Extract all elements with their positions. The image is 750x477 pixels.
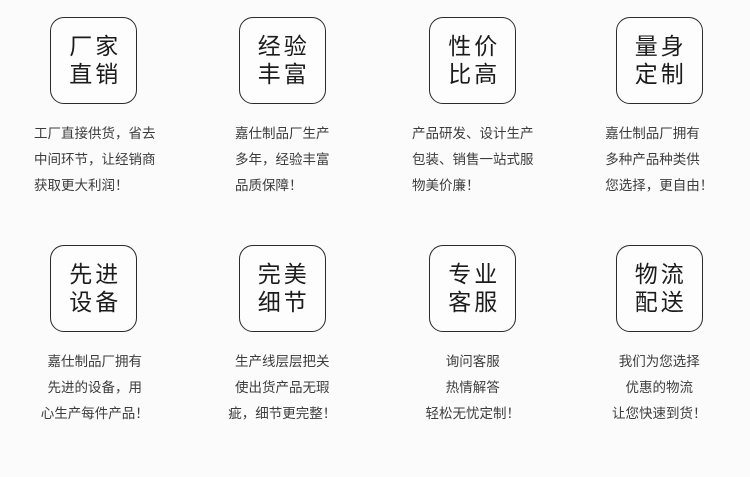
feature-description: 嘉仕制品厂生产 多年，经验丰富 品质保障！ (235, 121, 330, 199)
badge-title-line-2: 比高 (448, 61, 501, 88)
description-line: 物美价廉！ (412, 178, 480, 194)
badge-title-line-2: 丰富 (257, 61, 310, 88)
feature-description: 生产线层层把关 使出货产品无瑕 疵，细节更完整！ (228, 349, 336, 427)
badge-title-line-2: 细节 (257, 289, 310, 316)
feature-description: 询问客服 热情解答 轻松无忧定制！ (426, 349, 521, 427)
description-line: 生产线层层把关 (235, 354, 330, 370)
description-line: 包装、销售一站式服 (412, 152, 534, 168)
feature-description: 嘉仕制品厂拥有 先进的设备，用 心生产每件产品！ (41, 349, 149, 427)
description-line: 我们为您选择 (618, 354, 700, 370)
feature-card-advanced-equipment: 先进 设备 嘉仕制品厂拥有 先进的设备，用 心生产每件产品！ (0, 245, 188, 477)
feature-badge: 量身 定制 (615, 17, 703, 104)
description-line: 轻松无忧定制！ (425, 406, 521, 422)
badge-title-line-1: 物流 (634, 261, 687, 288)
description-line: 心生产每件产品！ (40, 406, 149, 422)
feature-card-tailored-customization: 量身 定制 嘉仕制品厂拥有 多种产品种类供 您选择，更自由！ (563, 17, 750, 245)
description-line: 询问客服 (445, 354, 500, 370)
description-line: 您选择，更自由！ (605, 178, 714, 194)
badge-title-line-2: 配送 (634, 289, 687, 316)
description-line: 优惠的物流 (625, 380, 694, 396)
feature-badge: 性价 比高 (429, 17, 517, 104)
badge-title-line-1: 量身 (634, 33, 687, 60)
badge-title-line-1: 厂家 (69, 33, 122, 60)
description-line: 工厂直接供货，省去 (34, 126, 156, 142)
feature-badge: 厂家 直销 (50, 17, 138, 104)
badge-title-line-2: 客服 (448, 289, 501, 316)
feature-badge: 完美 细节 (238, 245, 326, 332)
badge-title-line-1: 经验 (257, 33, 310, 60)
description-line: 疵，细节更完整！ (228, 406, 337, 422)
description-line: 嘉仕制品厂拥有 (605, 126, 700, 142)
description-line: 使出货产品无瑕 (235, 380, 330, 396)
badge-title-line-1: 先进 (69, 261, 122, 288)
feature-description: 工厂直接供货，省去 中间环节，让经销商 获取更大利润！ (34, 121, 156, 199)
badge-title-line-2: 直销 (69, 61, 122, 88)
feature-description: 我们为您选择 优惠的物流 让您快速到货！ (612, 349, 707, 427)
feature-card-professional-service: 专业 客服 询问客服 热情解答 轻松无忧定制！ (375, 245, 563, 477)
badge-title-line-1: 性价 (448, 33, 501, 60)
description-line: 多种产品种类供 (605, 152, 700, 168)
description-line: 嘉仕制品厂拥有 (47, 354, 143, 370)
feature-description: 产品研发、设计生产 包装、销售一站式服 物美价廉！ (412, 121, 534, 199)
description-line: 嘉仕制品厂生产 (235, 126, 330, 142)
badge-title-line-1: 完美 (257, 261, 310, 288)
feature-badge: 专业 客服 (429, 245, 517, 332)
badge-title-line-1: 专业 (448, 261, 501, 288)
feature-badge: 先进 设备 (50, 245, 138, 332)
description-line: 多年，经验丰富 (235, 152, 330, 168)
badge-title-line-2: 设备 (69, 289, 122, 316)
description-line: 中间环节，让经销商 (34, 152, 156, 168)
feature-card-perfect-details: 完美 细节 生产线层层把关 使出货产品无瑕 疵，细节更完整！ (188, 245, 376, 477)
feature-badge: 物流 配送 (615, 245, 703, 332)
description-line: 产品研发、设计生产 (412, 126, 534, 142)
feature-description: 嘉仕制品厂拥有 多种产品种类供 您选择，更自由！ (605, 121, 713, 199)
feature-card-rich-experience: 经验 丰富 嘉仕制品厂生产 多年，经验丰富 品质保障！ (188, 17, 376, 245)
description-line: 品质保障！ (235, 178, 303, 194)
description-line: 先进的设备，用 (47, 380, 143, 396)
description-line: 获取更大利润！ (34, 178, 129, 194)
feature-badge: 经验 丰富 (238, 17, 326, 104)
feature-card-high-cost-performance: 性价 比高 产品研发、设计生产 包装、销售一站式服 物美价廉！ (375, 17, 563, 245)
description-line: 让您快速到货！ (612, 406, 707, 422)
badge-title-line-2: 定制 (634, 61, 687, 88)
description-line: 热情解答 (445, 380, 500, 396)
feature-card-factory-direct-sales: 厂家 直销 工厂直接供货，省去 中间环节，让经销商 获取更大利润！ (0, 17, 188, 245)
feature-card-logistics-delivery: 物流 配送 我们为您选择 优惠的物流 让您快速到货！ (563, 245, 750, 477)
